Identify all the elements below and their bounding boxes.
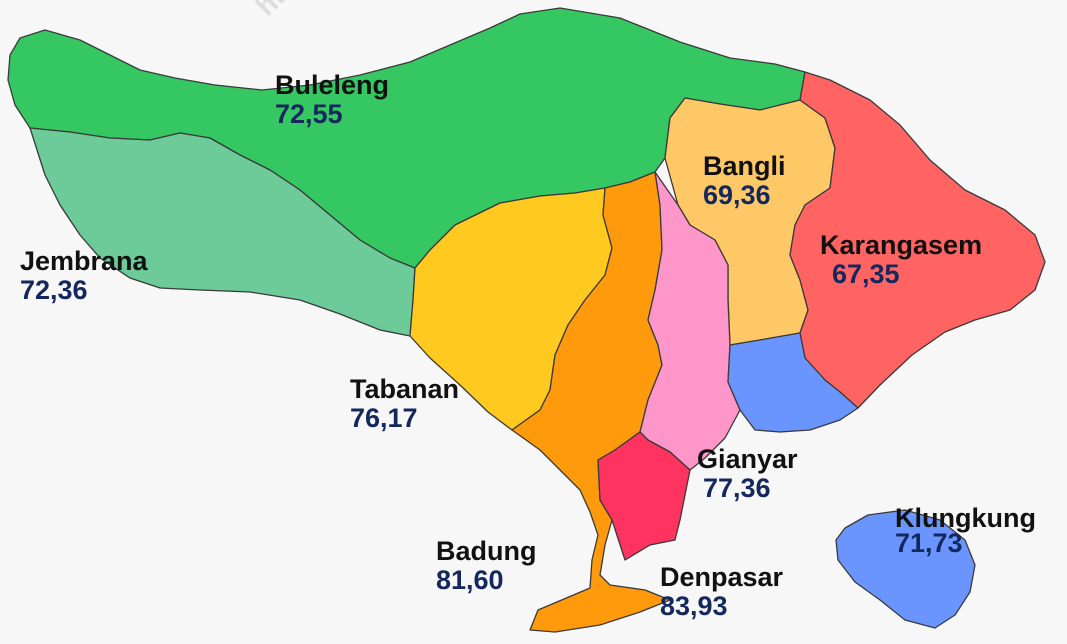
region-value: 69,36 [703, 180, 771, 210]
region-name: Tabanan [350, 374, 460, 404]
region-denpasar[interactable] [597, 431, 691, 561]
label-bangli: Bangli 69,36 [703, 153, 786, 209]
region-name: Klungkung [895, 503, 1036, 533]
region-karangasem[interactable] [789, 71, 1046, 409]
region-klungkung[interactable] [835, 509, 976, 629]
label-denpasar: Denpasar 83,93 [660, 564, 783, 620]
label-jembrana: Jembrana 72,36 [20, 248, 148, 304]
region-value: 67,35 [832, 259, 900, 289]
region-value: 83,93 [660, 591, 728, 621]
region-value: 71,73 [895, 528, 963, 558]
region-name: Denpasar [660, 562, 784, 592]
region-value: 81,60 [436, 565, 504, 595]
label-badung: Badung 81,60 [436, 538, 537, 594]
label-gianyar: Gianyar 77,36 [697, 446, 798, 502]
label-buleleng: Buleleng 72,55 [275, 72, 389, 128]
region-name: Badung [436, 536, 537, 566]
label-karangasem: Karangasem 67,35 [820, 232, 982, 288]
region-name: Buleleng [275, 70, 390, 100]
label-tabanan: Tabanan 76,17 [350, 376, 459, 432]
region-value: 77,36 [703, 473, 771, 503]
region-value: 76,17 [350, 403, 418, 433]
region-name: Bangli [703, 151, 786, 181]
label-klungkung: Klungkung 71,73 [895, 505, 1036, 557]
region-name: Karangasem [820, 230, 983, 260]
region-name: Jembrana [20, 246, 148, 276]
region-name: Gianyar [697, 444, 798, 474]
region-value: 72,36 [20, 275, 88, 305]
region-gianyar-south[interactable] [727, 332, 859, 433]
region-value: 72,55 [275, 99, 343, 129]
